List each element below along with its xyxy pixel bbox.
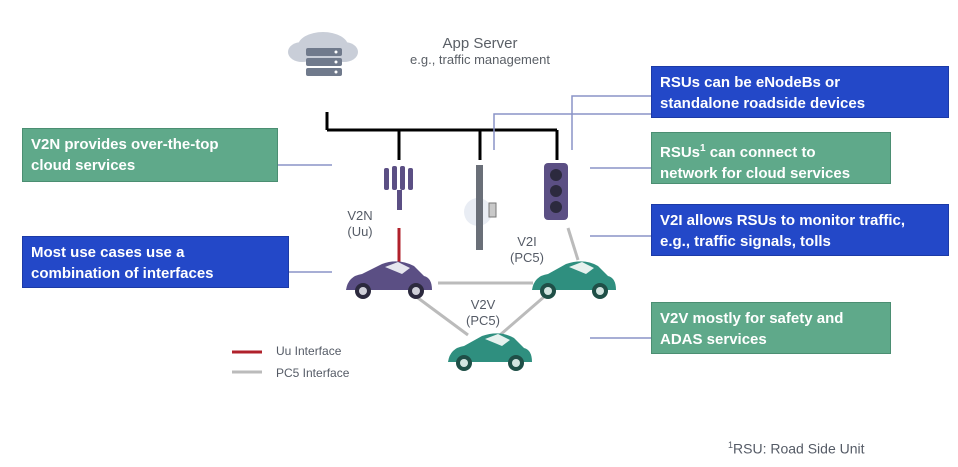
traffic-signal-icon — [544, 163, 568, 220]
footnote: 1RSU: Road Side Unit — [728, 440, 865, 457]
cell-tower-icon — [384, 166, 413, 210]
callout-rsu-connect-line2: network for cloud services — [660, 165, 851, 182]
car-purple-icon — [346, 261, 432, 299]
v2n-label-line1: V2N — [347, 208, 373, 223]
v2n-label: V2N (Uu) — [340, 208, 380, 240]
callout-v2n-line2: cloud services — [31, 157, 136, 174]
callout-arrows — [278, 164, 651, 339]
roadside-pole-icon — [464, 165, 497, 250]
callout-rsu-connect-text-b: can connect to — [705, 144, 816, 161]
callout-combination-line2: combination of interfaces — [31, 265, 214, 282]
callout-rsu-connect-text-a: RSUs — [660, 144, 701, 161]
v2v-label-line1: V2V — [470, 297, 496, 312]
callout-rsu-connect: RSUs1 can connect to network for cloud s… — [651, 132, 891, 184]
v2n-label-line2: (Uu) — [347, 224, 373, 239]
callout-rsu-enodeb-line2: standalone roadside devices — [660, 95, 866, 112]
v2v-label: V2V (PC5) — [458, 297, 508, 329]
car-teal-right-icon — [532, 261, 616, 299]
callout-v2v: V2V mostly for safety and ADAS services — [651, 302, 891, 354]
callout-rsu-connect-sup: 1 — [700, 143, 706, 154]
cloud-server-icon — [288, 32, 358, 76]
footnote-text: RSU: Road Side Unit — [733, 440, 865, 457]
callout-rsu-enodeb: RSUs can be eNodeBs or standalone roadsi… — [651, 66, 949, 118]
v2i-label: V2I (PC5) — [505, 234, 549, 266]
callout-combination-line1: Most use cases use a — [31, 244, 185, 261]
v2i-label-line2: (PC5) — [510, 250, 544, 265]
pc5-links — [417, 227, 580, 337]
car-teal-bottom-icon — [448, 333, 532, 371]
callout-v2i-line1: V2I allows RSUs to monitor traffic, — [660, 212, 906, 229]
app-server-subtitle: e.g., traffic management — [410, 52, 550, 67]
backbone-bus — [325, 112, 559, 160]
v2v-label-line2: (PC5) — [466, 313, 500, 328]
callout-v2v-line2: ADAS services — [660, 331, 767, 348]
legend-pc5-label: PC5 Interface — [276, 366, 350, 380]
rsu-enodeb-arrow — [493, 95, 651, 150]
legend-uu-label: Uu Interface — [276, 344, 342, 358]
footnote-sup: 1 — [728, 440, 734, 450]
callout-combination: Most use cases use a combination of inte… — [22, 236, 289, 288]
callout-v2n: V2N provides over-the-top cloud services — [22, 128, 278, 182]
callout-v2n-line1: V2N provides over-the-top — [31, 136, 219, 153]
app-server-label: App Server e.g., traffic management — [370, 36, 590, 68]
app-server-title: App Server — [442, 35, 518, 52]
v2i-label-line1: V2I — [517, 234, 537, 249]
callout-rsu-enodeb-line1: RSUs can be eNodeBs or — [660, 74, 841, 91]
callout-rsu-connect-line1: RSUs1 can connect to — [660, 138, 882, 163]
callout-v2i: V2I allows RSUs to monitor traffic, e.g.… — [651, 204, 949, 256]
callout-v2i-line2: e.g., traffic signals, tolls — [660, 233, 831, 250]
callout-v2v-line1: V2V mostly for safety and — [660, 310, 844, 327]
